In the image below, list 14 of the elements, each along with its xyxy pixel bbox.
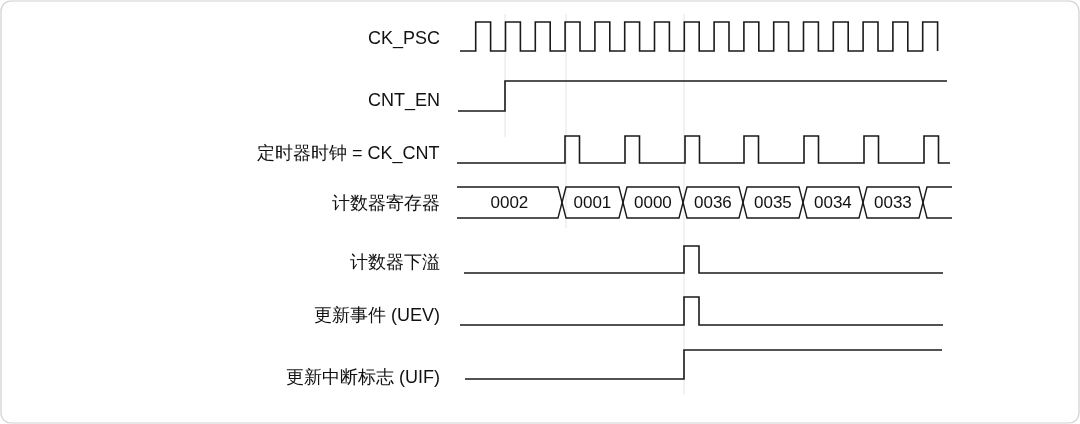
signal-name: 计数器寄存器 <box>332 192 440 214</box>
bus-value: 0001 <box>573 192 612 213</box>
bus-value: 0034 <box>814 192 852 213</box>
signal-name: 更新事件 (UEV) <box>314 304 440 326</box>
signal-name: 更新中断标志 (UIF) <box>286 366 440 388</box>
bus-value: 0033 <box>874 192 912 213</box>
bus-value: 0002 <box>490 192 529 213</box>
signal-name: CK_PSC <box>368 27 441 49</box>
signal-name: 计数器下溢 <box>350 251 440 273</box>
signal-name: CNT_EN <box>368 89 440 111</box>
bus-value: 0000 <box>634 192 672 213</box>
signal-name: 定时器时钟 = CK_CNT <box>257 142 440 164</box>
bus-value: 0036 <box>694 192 732 213</box>
bus-value: 0035 <box>754 192 792 213</box>
